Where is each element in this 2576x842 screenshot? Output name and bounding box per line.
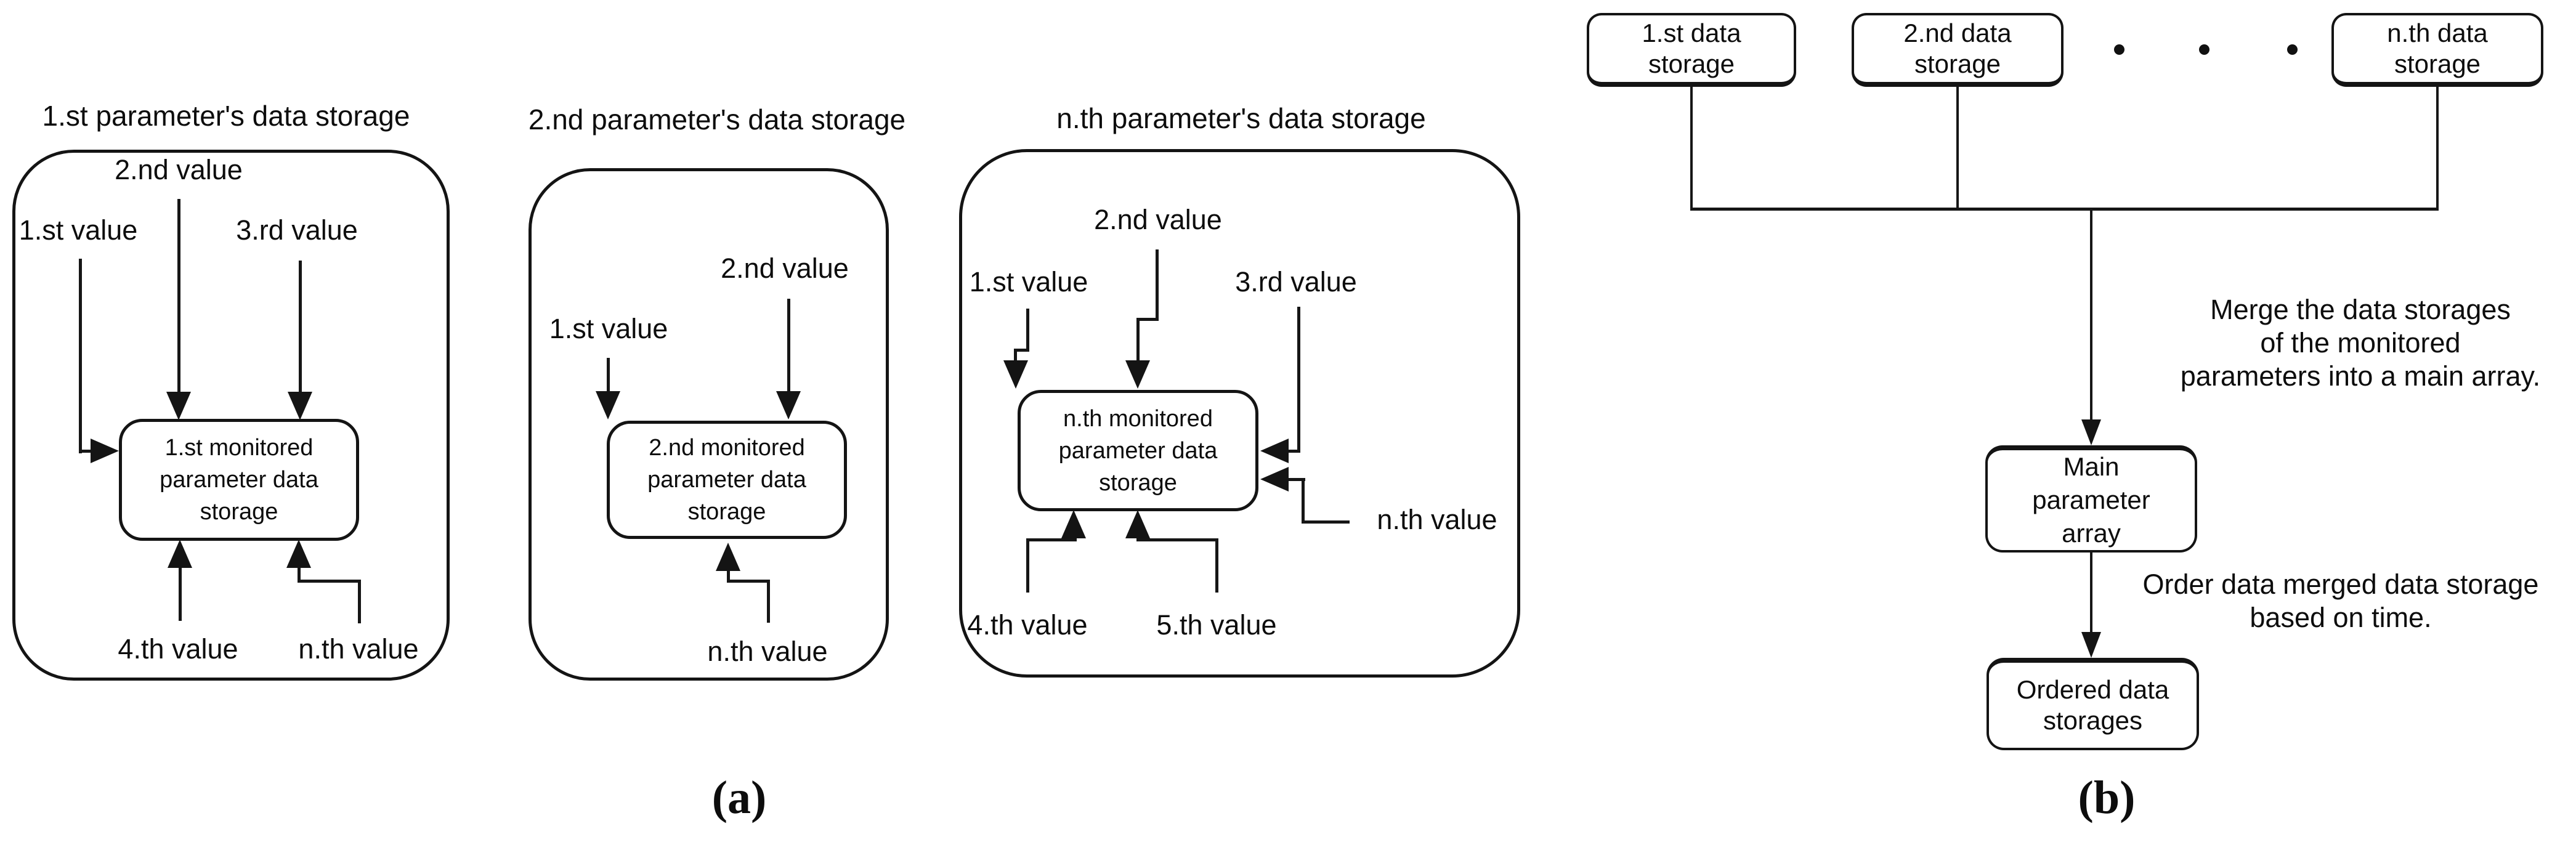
container1-parameter-storage	[12, 150, 450, 681]
connector-line	[1026, 309, 1029, 352]
connector-line	[1690, 208, 2439, 211]
connector-line	[1956, 87, 1959, 210]
container2-title: 2.nd parameter's data storage	[528, 103, 906, 136]
value-label: 2.nd value	[1094, 204, 1222, 235]
value-label: 2.nd value	[721, 253, 849, 284]
order-note: Order data merged data storage based on …	[2142, 569, 2539, 633]
connector-line	[1014, 349, 1029, 352]
connector-line	[358, 580, 361, 623]
connector-line	[1026, 538, 1077, 541]
connector-line	[1215, 538, 1218, 593]
value-label: 3.rd value	[1235, 266, 1357, 298]
arrowhead	[1260, 439, 1289, 463]
dot-icon	[2287, 44, 2298, 55]
arrowhead	[286, 540, 311, 568]
connector-line	[298, 565, 301, 583]
connector-line	[2090, 551, 2092, 634]
panel-a-label: (a)	[711, 772, 767, 824]
arrowhead	[1003, 360, 1028, 389]
arrowhead	[1125, 360, 1150, 389]
container2-monitored-box: 2.nd monitored parameter data storage	[607, 421, 847, 539]
connector-line	[1690, 87, 1693, 210]
connector-line	[2090, 208, 2092, 422]
connector-line	[1136, 318, 1140, 363]
container3-title: n.th parameter's data storage	[1056, 102, 1426, 134]
panel-b-label: (b)	[2078, 772, 2136, 824]
connector-line	[177, 199, 180, 393]
arrowhead	[288, 392, 312, 420]
arrowhead	[1125, 510, 1150, 538]
connector-line	[1297, 307, 1300, 453]
arrowhead	[1260, 467, 1289, 492]
main-parameter-array-box: Main parameter array	[1985, 445, 2197, 553]
arrowhead	[776, 391, 801, 419]
merge-note: Merge the data storages of the monitored…	[2180, 294, 2541, 392]
value-label: 4.th value	[967, 609, 1088, 641]
value-label: n.th value	[1377, 504, 1497, 535]
arrowhead	[1061, 510, 1086, 538]
connector-line	[727, 580, 770, 583]
connector-line	[298, 580, 361, 583]
connector-line	[299, 261, 302, 393]
value-label: n.th value	[298, 633, 419, 665]
value-label: 1.st value	[18, 214, 138, 246]
connector-line	[179, 567, 182, 621]
connector-line	[787, 299, 790, 394]
connector-line	[1302, 520, 1350, 524]
connector-line	[1286, 478, 1305, 481]
connector-line	[1156, 249, 1159, 321]
container1-title: 1.st parameter's data storage	[42, 100, 410, 132]
data-storage-box-n: n.th data storage	[2331, 13, 2543, 87]
data-storage-box-2: 2.nd data storage	[1852, 13, 2064, 87]
arrowhead	[2081, 632, 2101, 658]
connector-line	[767, 580, 770, 623]
value-label: 3.rd value	[236, 214, 358, 246]
container3-monitored-box: n.th monitored parameter data storage	[1018, 390, 1258, 511]
connector-line	[1136, 318, 1159, 321]
ordered-data-storages-box: Ordered data storages	[1987, 658, 2199, 750]
data-storage-box-1: 1.st data storage	[1587, 13, 1796, 87]
connector-line	[1286, 450, 1300, 453]
arrowhead	[2081, 419, 2101, 445]
arrowhead	[596, 391, 620, 419]
connector-line	[79, 450, 94, 453]
arrowhead	[168, 540, 192, 568]
connector-line	[1026, 538, 1029, 593]
value-label: 1.st value	[549, 313, 668, 344]
connector-line	[1136, 538, 1218, 541]
dot-icon	[2199, 44, 2209, 55]
connector-line	[1014, 349, 1017, 364]
arrowhead	[166, 392, 191, 420]
container1-monitored-box: 1.st monitored parameter data storage	[119, 419, 359, 541]
connector-line	[79, 259, 82, 453]
connector-line	[2436, 87, 2439, 210]
connector-line	[1302, 478, 1305, 524]
connector-line	[607, 358, 610, 394]
value-label: 2.nd value	[115, 154, 243, 185]
value-label: n.th value	[707, 636, 828, 667]
value-label: 4.th value	[118, 633, 238, 665]
arrowhead	[716, 543, 740, 571]
connector-line	[727, 570, 730, 582]
arrowhead	[91, 439, 119, 463]
value-label: 5.th value	[1156, 609, 1277, 641]
value-label: 1.st value	[969, 266, 1088, 298]
dot-icon	[2114, 44, 2124, 55]
